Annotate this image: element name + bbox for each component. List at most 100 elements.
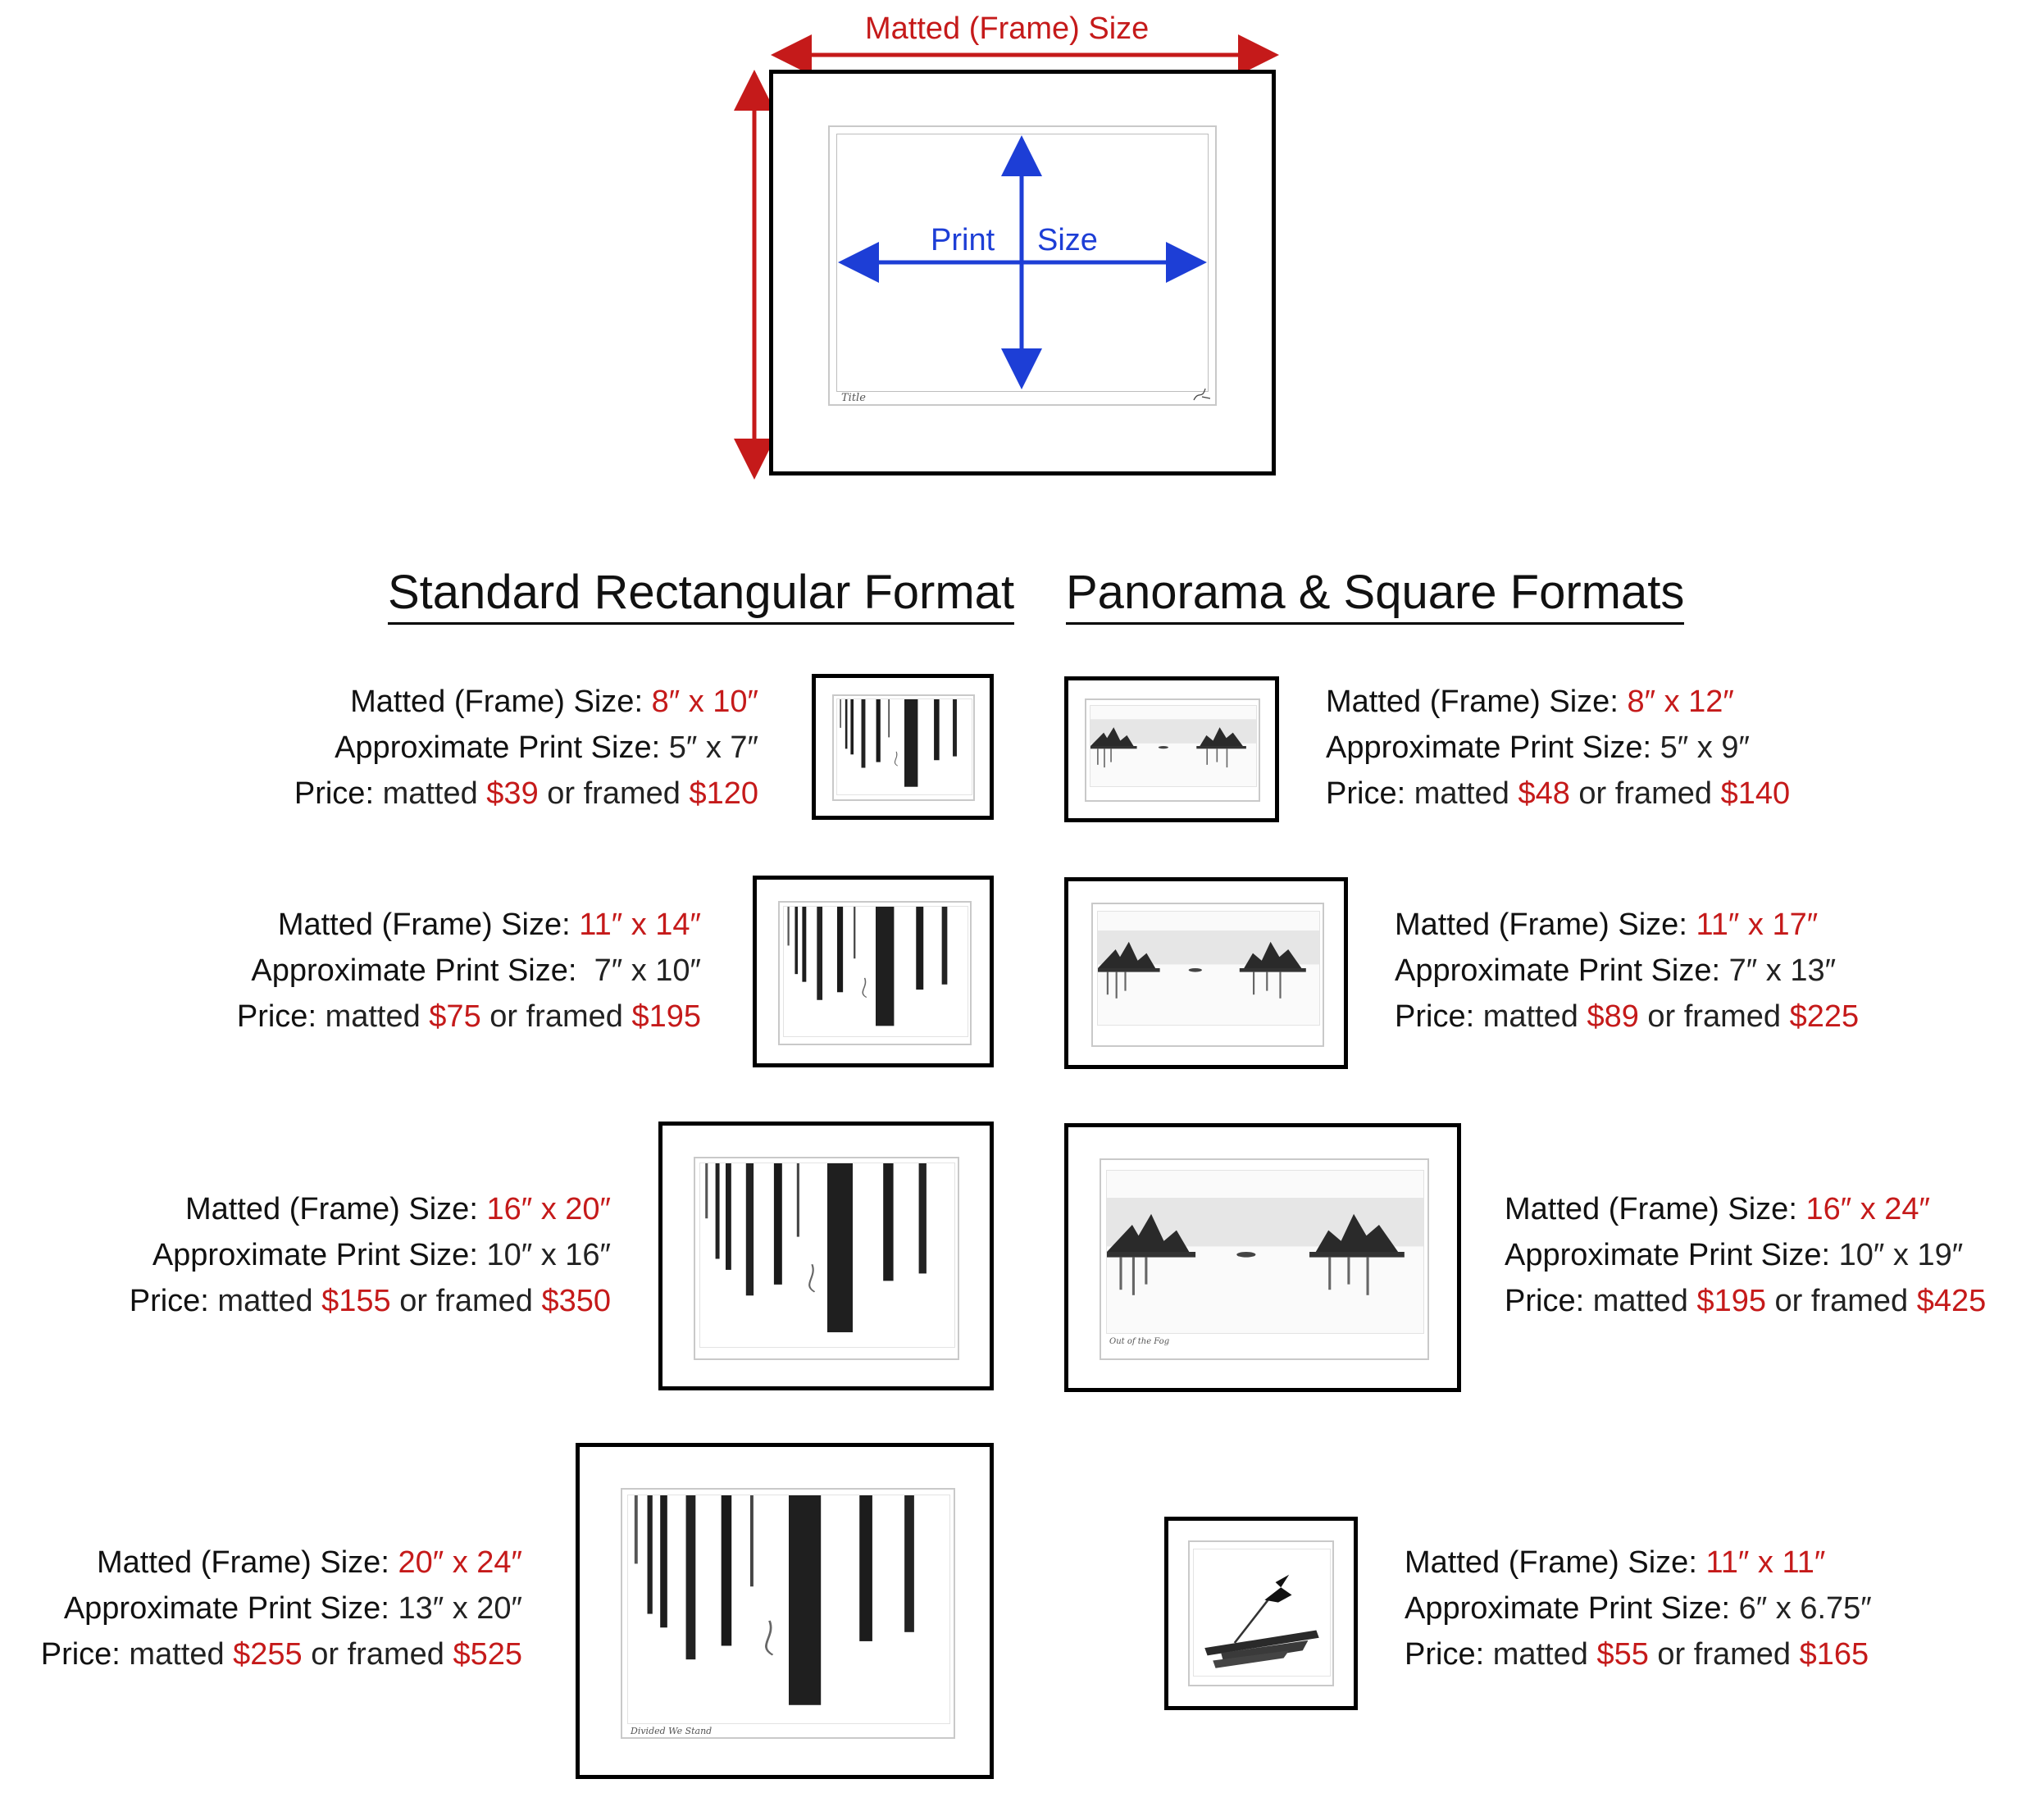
- print-title: Out of the Fog: [1109, 1337, 1170, 1346]
- matted-size-value: 16″ x 24″: [1805, 1192, 1930, 1226]
- print-size-label: Approximate Print Size: [1395, 953, 1712, 988]
- matted-size-label: Matted (Frame) Size: [185, 1192, 470, 1226]
- framed-price: $165: [1799, 1637, 1869, 1672]
- print-title: Divided We Stand: [631, 1726, 713, 1736]
- heading-standard-format: Standard Rectangular Format: [388, 566, 1015, 625]
- forest-print-image: [836, 698, 972, 795]
- frame-thumbnail: [753, 876, 994, 1067]
- framed-price: $425: [1916, 1284, 1987, 1318]
- matted-price: $89: [1587, 999, 1639, 1034]
- price-label: Price: [1326, 776, 1397, 811]
- matted-price: $48: [1518, 776, 1570, 811]
- matted-size-label: Matted (Frame) Size: [97, 1545, 381, 1580]
- matted-word: matted: [129, 1637, 225, 1672]
- or-framed-word: or framed: [1657, 1637, 1792, 1672]
- print-size-label: Approximate Print Size: [152, 1238, 470, 1272]
- mat-opening: [1091, 903, 1324, 1047]
- matted-size-label: Matted (Frame) Size: [1405, 1545, 1689, 1580]
- matted-size-value: 11″ x 17″: [1696, 908, 1819, 942]
- framed-price: $225: [1789, 999, 1860, 1034]
- print-size-label: Approximate Print Size: [251, 953, 568, 988]
- frame-thumbnail: Out of the Fog: [1064, 1123, 1461, 1392]
- framed-price: $140: [1720, 776, 1791, 811]
- mat-opening: [832, 694, 975, 801]
- matted-price: $75: [429, 999, 481, 1034]
- matted-size-value: 8″ x 12″: [1627, 685, 1734, 719]
- print-size-value: 6″ x 6.75″: [1738, 1591, 1872, 1626]
- matted-word: matted: [1492, 1637, 1588, 1672]
- frame-thumbnail: [1064, 877, 1348, 1069]
- mat-opening: [1085, 698, 1260, 802]
- mat-opening: Divided We Stand: [621, 1488, 955, 1739]
- framed-price: $350: [541, 1284, 611, 1318]
- standard-item-info: Matted (Frame) Size: 20″ x 24″ Approxima…: [40, 1545, 522, 1672]
- forest-print-image: [699, 1163, 955, 1348]
- price-label: Price: [236, 999, 308, 1034]
- panorama-item-info: Matted (Frame) Size: 8″ x 12″ Approximat…: [1326, 685, 1791, 811]
- price-label: Price: [1405, 1637, 1476, 1672]
- print-size-value: 7″ x 10″: [594, 953, 701, 988]
- print-size-value: 10″ x 19″: [1838, 1238, 1964, 1272]
- matted-price: $55: [1596, 1637, 1649, 1672]
- panorama-item-info: Matted (Frame) Size: 11″ x 17″ Approxima…: [1395, 908, 1860, 1034]
- matted-size-value: 20″ x 24″: [398, 1545, 522, 1580]
- frame-thumbnail: [658, 1122, 994, 1390]
- print-size-value: 5″ x 9″: [1660, 730, 1750, 765]
- bird-print-image: [1193, 1549, 1331, 1677]
- print-size-value: 7″ x 13″: [1728, 953, 1837, 988]
- price-label: Price: [129, 1284, 201, 1318]
- print-size-label: Approximate Print Size: [1326, 730, 1643, 765]
- mat-opening: [694, 1157, 959, 1360]
- matted-size-value: 11″ x 14″: [579, 908, 701, 942]
- price-label: Price: [294, 776, 366, 811]
- signature-icon: [1193, 388, 1211, 401]
- print-size-label: Approximate Print Size: [335, 730, 652, 765]
- matted-word: matted: [1482, 999, 1578, 1034]
- print-label: Print: [931, 223, 995, 257]
- heading-panorama-square-formats: Panorama & Square Formats: [1066, 566, 1685, 625]
- or-framed-word: or framed: [311, 1637, 444, 1672]
- matted-word: matted: [382, 776, 478, 811]
- or-framed-word: or framed: [1647, 999, 1782, 1034]
- lake-print-image: [1106, 1170, 1424, 1334]
- matted-word: matted: [325, 999, 421, 1034]
- print-size-value: 5″ x 7″: [668, 730, 758, 765]
- matted-word: matted: [1592, 1284, 1688, 1318]
- mat-opening: [778, 901, 972, 1045]
- frame-thumbnail: [812, 674, 994, 820]
- matted-price: $39: [486, 776, 539, 811]
- framed-price: $525: [453, 1637, 522, 1672]
- matted-size-label: Matted (Frame) Size: [865, 11, 1150, 46]
- price-label: Price: [1395, 999, 1466, 1034]
- mat-opening: Out of the Fog: [1100, 1158, 1429, 1360]
- matted-price: $255: [233, 1637, 303, 1672]
- size-label: Size: [1037, 223, 1098, 257]
- diagram-arrows: [734, 34, 1279, 480]
- lake-print-image: [1090, 705, 1257, 787]
- frame-thumbnail: [1064, 676, 1279, 822]
- mat-opening: [1188, 1540, 1334, 1686]
- print-size-label: Approximate Print Size: [1505, 1238, 1822, 1272]
- frame-thumbnail: Divided We Stand: [576, 1443, 994, 1779]
- forest-print-image: [627, 1495, 950, 1724]
- panorama-item-info: Matted (Frame) Size: 16″ x 24″ Approxima…: [1505, 1192, 1987, 1318]
- forest-print-image: [783, 906, 968, 1037]
- standard-item-info: Matted (Frame) Size: 16″ x 20″ Approxima…: [129, 1192, 611, 1318]
- or-framed-word: or framed: [1774, 1284, 1909, 1318]
- matted-size-label: Matted (Frame) Size: [1326, 685, 1610, 719]
- standard-item-info: Matted (Frame) Size: 11″ x 14″ Approxima…: [236, 908, 701, 1034]
- matted-price: $155: [321, 1284, 391, 1318]
- matted-size-value: 8″ x 10″: [651, 685, 758, 719]
- or-framed-word: or framed: [399, 1284, 533, 1318]
- matted-price: $195: [1696, 1284, 1766, 1318]
- price-label: Price: [1505, 1284, 1576, 1318]
- square-item-info: Matted (Frame) Size: 11″ x 11″ Approxima…: [1405, 1545, 1872, 1672]
- diagram-print-title: Title: [841, 392, 866, 404]
- frame-thumbnail: [1164, 1517, 1358, 1710]
- print-size-label: Approximate Print Size: [1405, 1591, 1722, 1626]
- matted-size-label: Matted (Frame) Size: [1395, 908, 1679, 942]
- framed-price: $195: [631, 999, 701, 1034]
- or-framed-word: or framed: [547, 776, 681, 811]
- standard-item-info: Matted (Frame) Size: 8″ x 10″ Approximat…: [294, 685, 758, 811]
- matted-word: matted: [1414, 776, 1509, 811]
